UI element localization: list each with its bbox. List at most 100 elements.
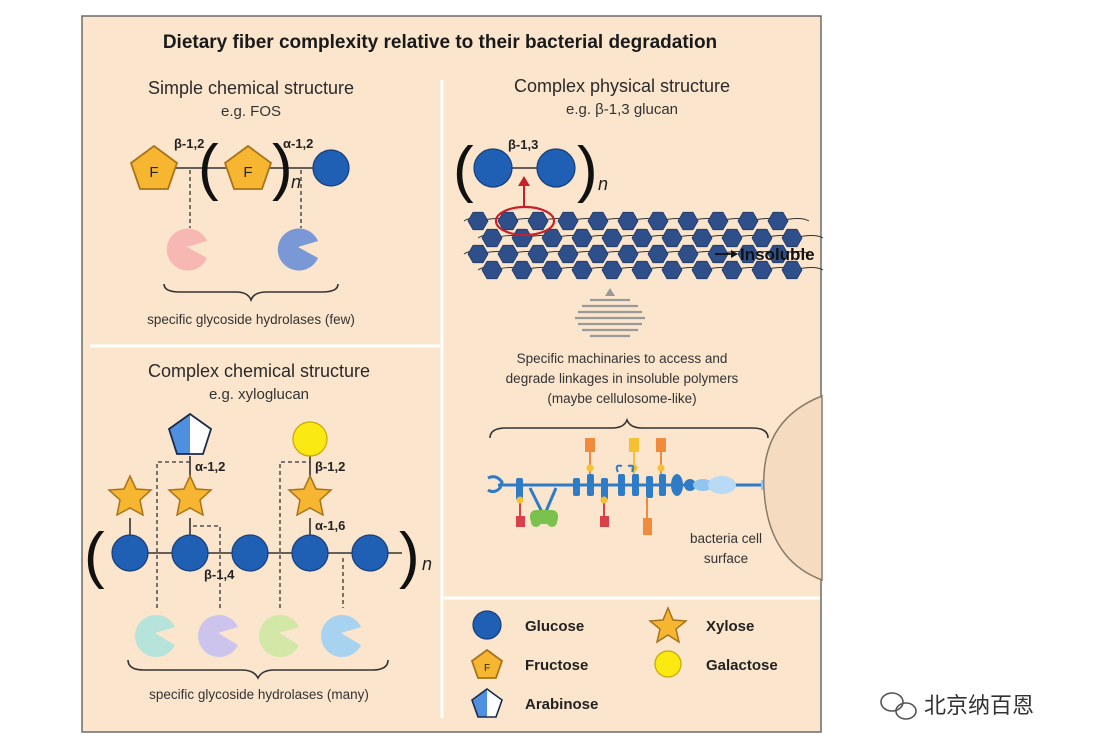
glucan-unit-hexagon [617,211,639,231]
glucan-unit-hexagon [751,228,773,248]
wechat-icon [880,692,917,720]
glucan-unit-hexagon [691,228,713,248]
repeat-n: n [291,172,301,192]
wave-signal-icon [575,288,645,338]
glucan-unit-hexagon [677,244,699,264]
bond-label-beta-1-2: β-1,2 [315,459,345,474]
glucan-unit-hexagon [661,228,683,248]
legend-label-glucose: Glucose [525,618,584,635]
glucan-unit-hexagon [467,211,489,231]
glucose-icon [291,534,329,572]
bond-label-alpha-1-6: α-1,6 [315,518,345,533]
legend-label-arabinose: Arabinose [525,696,598,713]
bacteria-cell-icon [763,394,823,582]
hydrolase-enzyme-icon [198,615,238,657]
physical-heading: Complex physical structure [514,76,730,96]
repeat-n: n [422,554,432,574]
glucan-unit-hexagon [587,211,609,231]
paren-close: ) [272,133,293,202]
insoluble-polymer-lattice [463,211,824,280]
zoom-arrow-head [518,176,530,186]
xylose-icon [648,606,688,644]
glucan-unit-hexagon [587,244,609,264]
figure-title: Dietary fiber complexity relative to the… [163,32,717,53]
paren-open: ( [84,521,105,590]
machinery-text-line2: degrade linkages in insoluble polymers [506,371,739,386]
complex-example: e.g. xyloglucan [209,386,309,403]
paren-close: ) [577,135,598,204]
machinery-text-line3: (maybe cellulosome-like) [547,391,696,406]
galactose-icon [292,421,328,457]
fructose-letter: F [149,164,158,181]
paren-open: ( [453,135,474,204]
arabinose-icon [471,688,503,718]
glucan-unit-hexagon [541,228,563,248]
complex-caption: specific glycoside hydrolases (many) [149,687,369,702]
physical-example: e.g. β-1,3 glucan [566,101,678,118]
watermark: 北京纳百恩 [880,692,1034,720]
glucan-unit-hexagon [601,228,623,248]
simple-example: e.g. FOS [221,103,281,120]
glucan-unit-hexagon [557,244,579,264]
watermark-text: 北京纳百恩 [924,693,1034,718]
glucan-unit-hexagon [737,211,759,231]
figure-panel [81,15,822,733]
glucan-unit-hexagon [647,244,669,264]
glucan-unit-hexagon [751,260,773,280]
glucan-unit-hexagon [571,260,593,280]
cell-label-line2: surface [704,551,748,566]
hydrolase-enzyme-icon [259,615,299,658]
fructose-icon [223,144,273,190]
brace [163,283,339,303]
hydrolase-enzyme-icon [135,615,175,657]
legend-label-xylose: Xylose [706,618,754,635]
insoluble-arrow-head [731,250,738,258]
glucose-icon [231,534,269,572]
paren-close: ) [399,521,420,590]
simple-caption: specific glycoside hydrolases (few) [147,312,355,327]
simple-structure-section: Simple chemical structure e.g. FOS F ( F… [129,78,355,327]
physical-structure-section: Complex physical structure e.g. β-1,3 gl… [453,76,824,582]
xylose-icon [107,474,153,517]
glucan-unit-hexagon [481,260,503,280]
glucan-unit-hexagon [781,260,803,280]
xylose-icon [287,474,333,517]
glucan-unit-hexagon [721,260,743,280]
glucan-unit-hexagon [557,211,579,231]
machinery-text-line1: Specific machinaries to access and [517,351,728,366]
legend: Glucose Xylose F Fructose Galactose Arab… [470,606,778,718]
simple-heading: Simple chemical structure [148,78,354,98]
fructose-icon [470,648,504,679]
glucan-unit-hexagon [691,260,713,280]
glucose-icon [536,148,576,188]
glucose-icon [171,534,209,572]
insoluble-label: Insoluble [740,245,815,264]
legend-fructose-letter: F [484,663,490,674]
glucan-unit-hexagon [497,244,519,264]
bond-label-alpha-1-2: α-1,2 [195,459,225,474]
arabinose-icon [167,412,213,455]
glucan-unit-hexagon [767,244,789,264]
glucan-unit-hexagon [481,228,503,248]
fructose-letter: F [243,164,252,181]
cell-label-line1: bacteria cell [690,531,762,546]
glucan-unit-hexagon [767,211,789,231]
glucan-unit-hexagon [647,211,669,231]
glucan-unit-hexagon [527,211,549,231]
glucose-icon [312,149,350,187]
glucan-unit-hexagon [571,228,593,248]
cellulosome-complex-icon [487,438,763,535]
brace [127,659,389,680]
glucan-unit-hexagon [781,228,803,248]
glucan-unit-hexagon [721,228,743,248]
brace [489,417,769,439]
glucan-unit-hexagon [677,211,699,231]
complex-heading: Complex chemical structure [148,361,370,381]
complex-chemical-section: Complex chemical structure e.g. xylogluc… [84,361,432,702]
glucan-unit-hexagon [631,228,653,248]
xylose-icon [167,474,213,517]
glucose-icon [111,534,149,572]
glucan-unit-hexagon [541,260,563,280]
glucan-unit-hexagon [661,260,683,280]
